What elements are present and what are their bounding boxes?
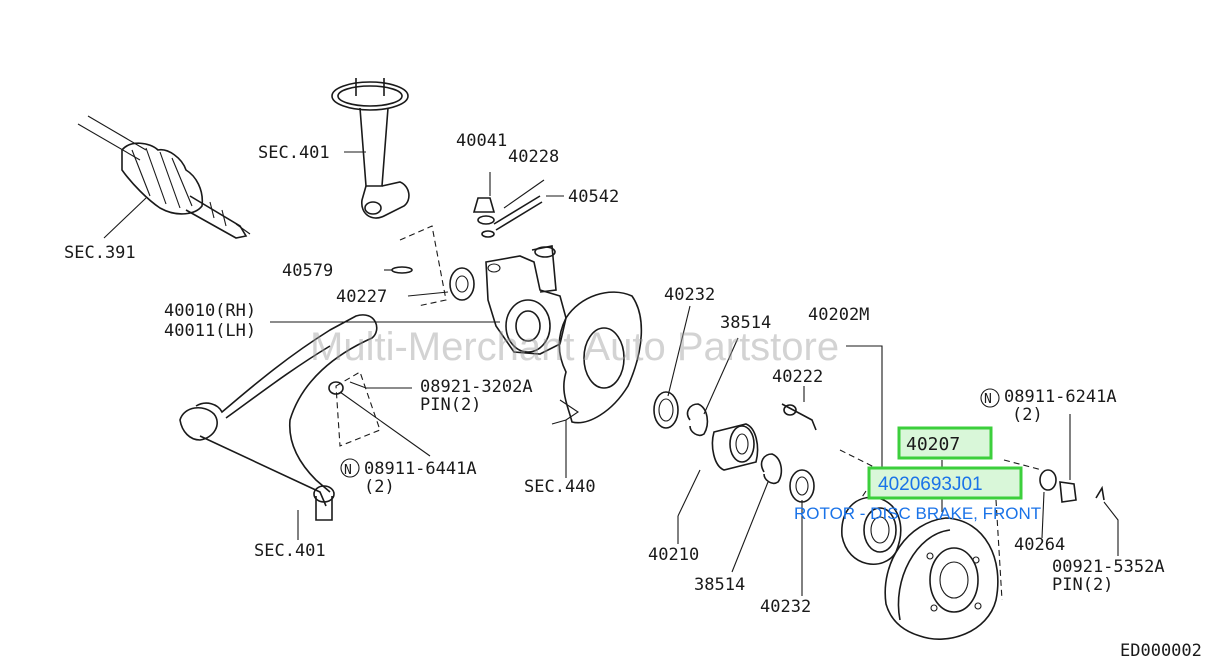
label-40227[interactable]: 40227 — [336, 287, 387, 307]
label-sec440[interactable]: SEC.440 — [524, 477, 596, 497]
diagram-code: ED000002 — [1120, 641, 1202, 661]
label-qty-2-b: (2) — [1012, 405, 1043, 425]
highlight-part-number-box[interactable] — [867, 466, 1023, 500]
label-n-a: N — [344, 463, 352, 478]
label-n-b: N — [984, 392, 992, 407]
part-labels: SEC.401 SEC.391 40041 40228 40542 40579 … — [64, 131, 1202, 661]
highlight-ref-box[interactable] — [897, 426, 993, 460]
label-40222[interactable]: 40222 — [772, 367, 823, 387]
hub-nut-drawing — [1039, 469, 1105, 503]
tie-rod-hardware-drawing — [391, 195, 543, 274]
highlight-part-number-link[interactable]: 4020693J01 — [878, 474, 983, 495]
label-40232-top[interactable]: 40232 — [664, 285, 715, 305]
label-40542[interactable]: 40542 — [568, 187, 619, 207]
leader-lines — [103, 151, 1119, 596]
lower-control-arm-drawing — [179, 314, 381, 521]
label-38514-bottom[interactable]: 38514 — [694, 575, 745, 595]
label-40579[interactable]: 40579 — [282, 261, 333, 281]
label-pin-2-a: PIN(2) — [420, 395, 481, 415]
strut-drawing — [331, 78, 410, 219]
label-40210[interactable]: 40210 — [648, 545, 699, 565]
wheel-bearing-drawing — [711, 423, 759, 471]
label-38514-top[interactable]: 38514 — [720, 313, 771, 333]
highlight-description: ROTOR - DISC BRAKE, FRONT — [794, 504, 1041, 523]
splash-shield-drawing — [551, 291, 643, 425]
label-sec401-bottom[interactable]: SEC.401 — [254, 541, 326, 561]
drive-shaft-drawing — [77, 115, 251, 239]
label-40228[interactable]: 40228 — [508, 147, 559, 167]
highlight-ref[interactable]: 40207 — [906, 434, 960, 455]
label-pin-2-b: PIN(2) — [1052, 575, 1113, 595]
brake-rotor-drawing — [884, 459, 1043, 640]
circle-n-icon — [980, 388, 1000, 408]
label-40011-lh[interactable]: 40011(LH) — [164, 321, 256, 341]
label-00921-5352a[interactable]: 00921-5352A — [1052, 557, 1165, 577]
highlighted-part: 40207 4020693J01 ROTOR - DISC BRAKE, FRO… — [794, 426, 1041, 523]
grease-seal-and-snap-ring-drawing — [653, 391, 709, 437]
circle-n-icon — [340, 458, 360, 478]
label-40232-bottom[interactable]: 40232 — [760, 597, 811, 617]
inner-snap-ring-and-seal-drawing — [760, 453, 815, 503]
label-40264[interactable]: 40264 — [1014, 535, 1065, 555]
label-qty-2-a: (2) — [364, 477, 395, 497]
label-08911-6441a[interactable]: 08911-6441A — [364, 459, 477, 479]
label-08911-6241a[interactable]: 08911-6241A — [1004, 387, 1117, 407]
label-40202m[interactable]: 40202M — [808, 305, 869, 325]
label-40010-rh[interactable]: 40010(RH) — [164, 301, 256, 321]
label-40041[interactable]: 40041 — [456, 131, 507, 151]
watermark: Multi-Merchant Auto Partstore — [310, 325, 839, 369]
label-sec391[interactable]: SEC.391 — [64, 243, 136, 263]
label-08921-3202a[interactable]: 08921-3202A — [420, 377, 533, 397]
label-sec401-top[interactable]: SEC.401 — [258, 143, 330, 163]
